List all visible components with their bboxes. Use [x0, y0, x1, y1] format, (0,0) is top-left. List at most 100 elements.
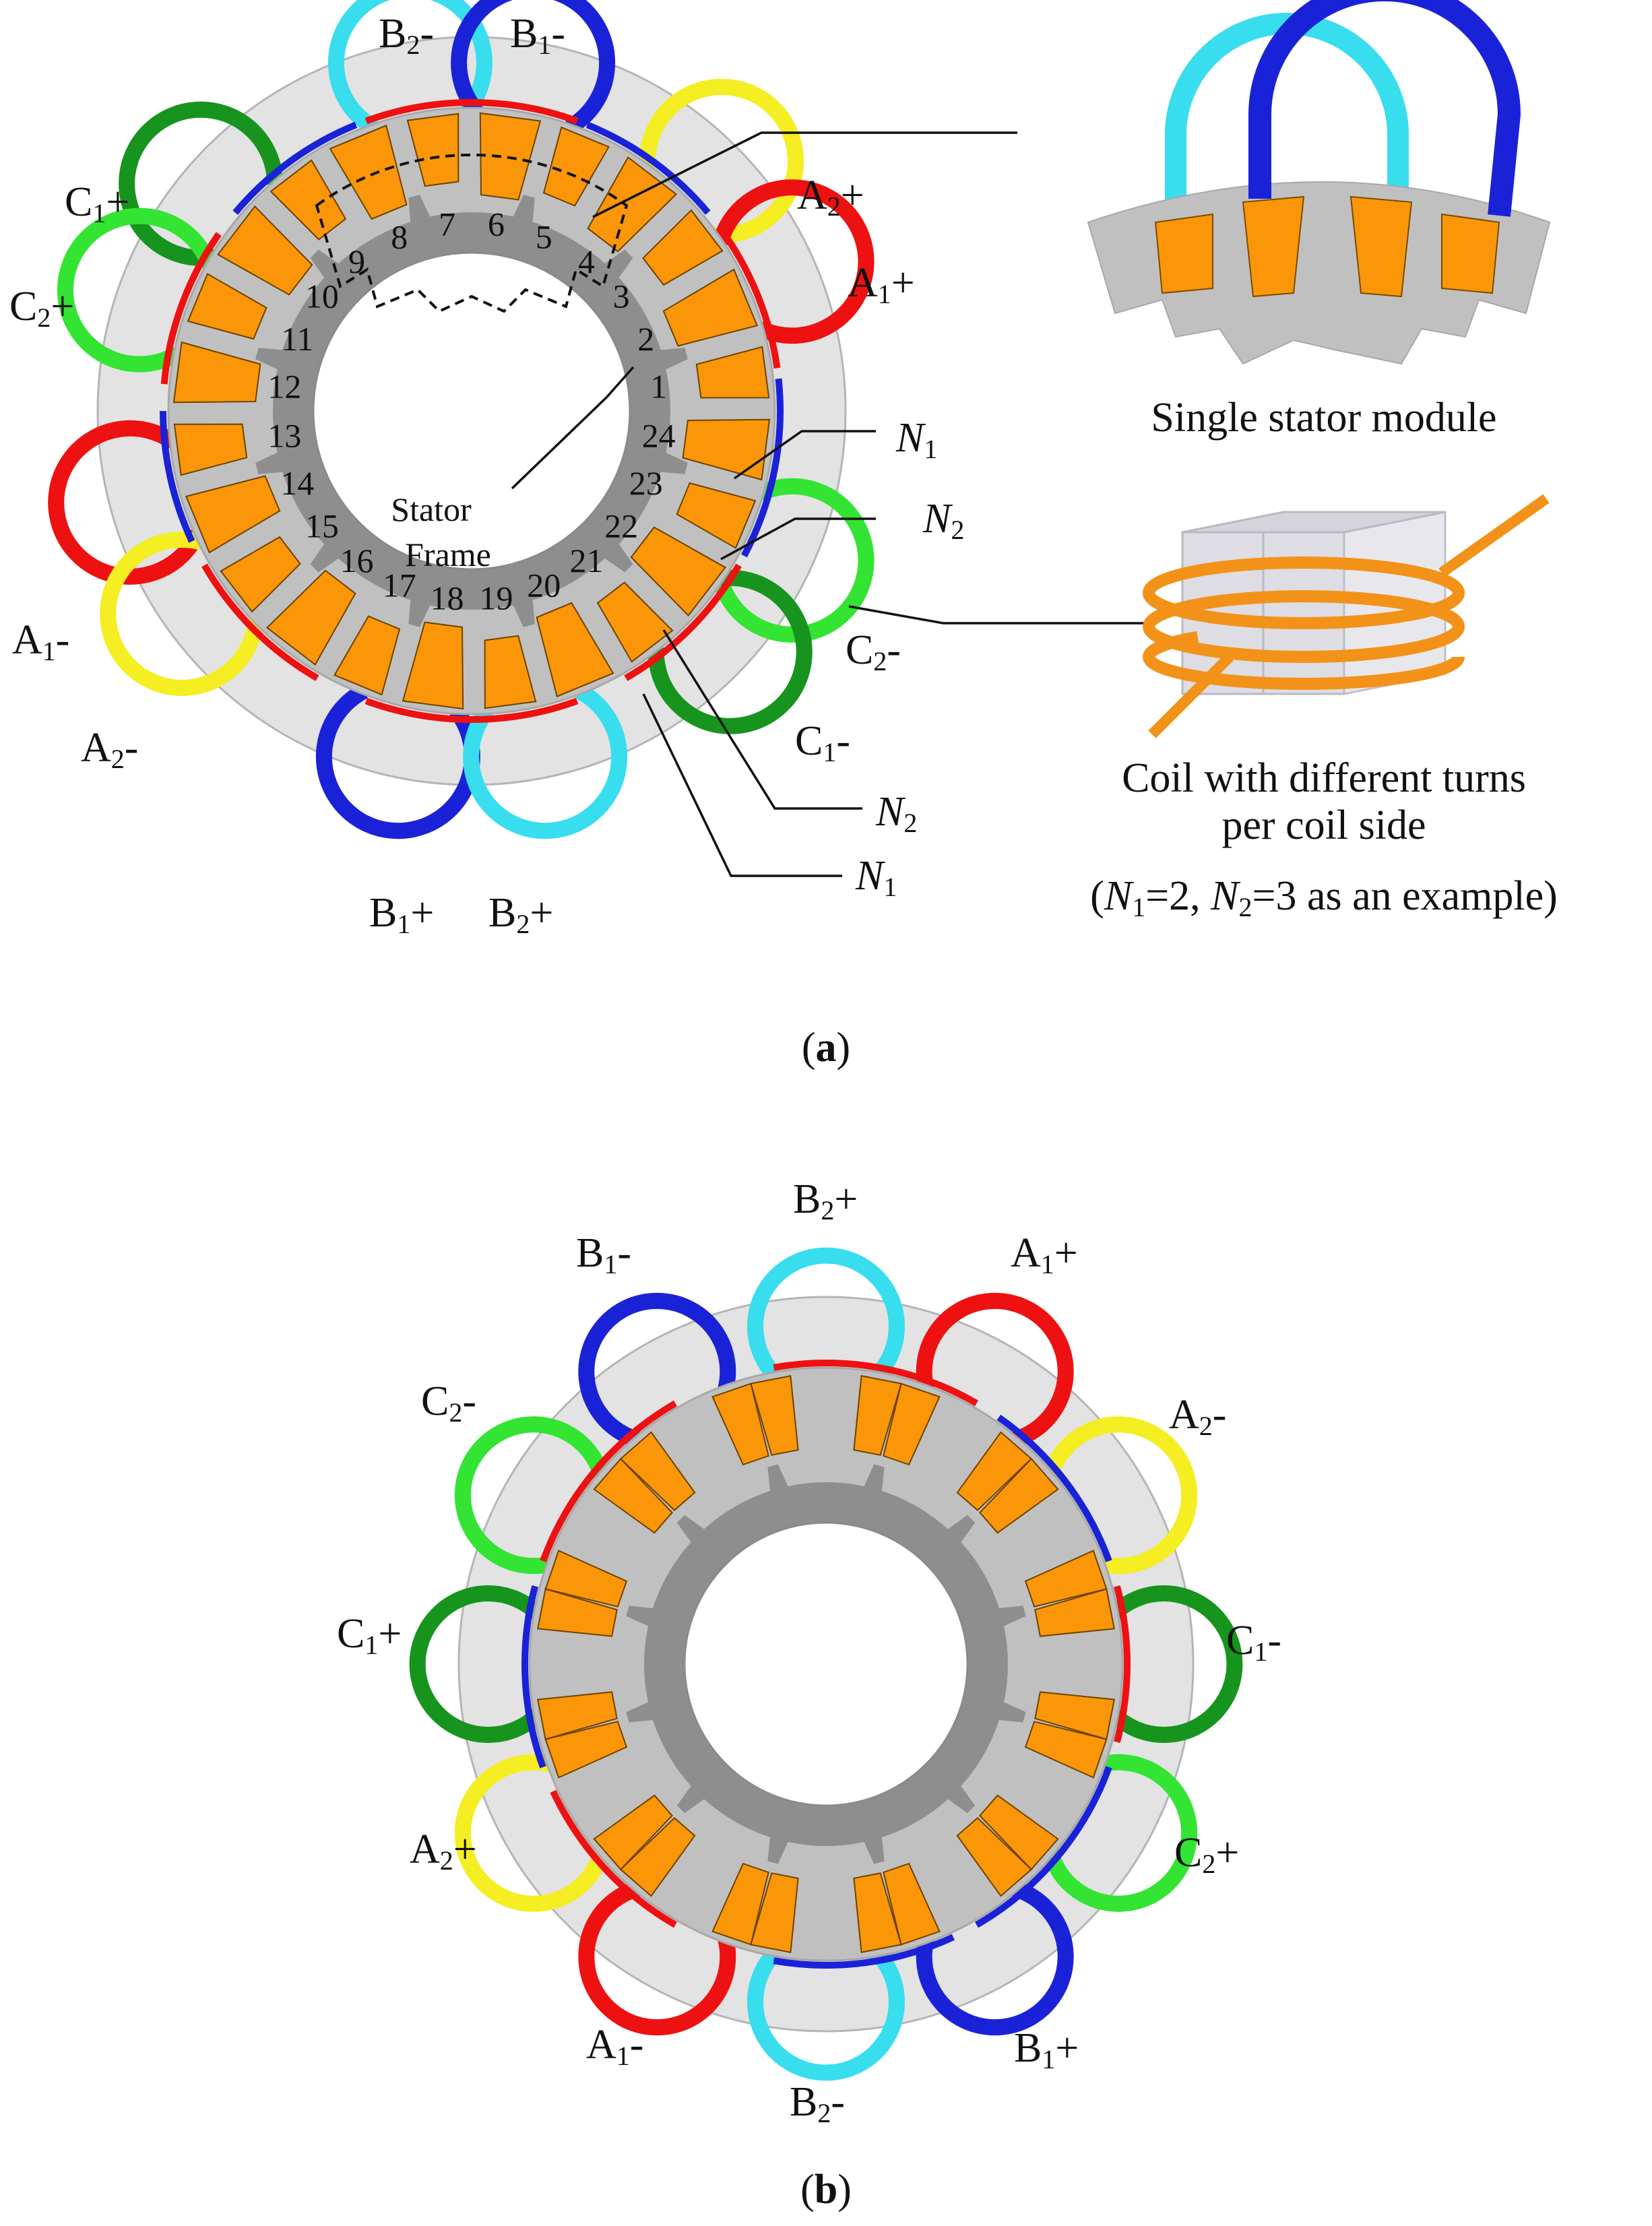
coil-side-15 — [220, 536, 301, 613]
panel-a-phase-bands — [160, 98, 784, 724]
module-coil-side-2 — [1242, 195, 1305, 298]
coil-loop-B2 — [463, 683, 628, 839]
label-b-C1-plus: C1+ — [337, 1611, 402, 1660]
label-B2-minus: B2- — [379, 11, 434, 60]
coil-side-pair-a-3 — [883, 1382, 941, 1466]
coil-loop-C2 — [57, 208, 218, 373]
coil-side-1 — [695, 346, 770, 399]
phase-band-A1 — [364, 98, 579, 125]
coil-side-pair-b-10 — [883, 1862, 941, 1946]
coil-side-pair-a-5 — [619, 1431, 696, 1511]
coil-side-10 — [217, 205, 313, 296]
stator-frame-label-line2: Frame — [405, 536, 491, 573]
coil-side-18 — [402, 621, 464, 710]
coil-side-8 — [329, 124, 408, 220]
slot-number-13: 13 — [267, 417, 301, 455]
leader-n1-top — [733, 430, 876, 480]
coil-side-21 — [596, 581, 674, 663]
label-A1-plus: A1+ — [848, 260, 915, 309]
coil-loop-C2 — [454, 1416, 610, 1575]
coil-caption-line2: per coil side — [1221, 802, 1426, 848]
phase-band-B1 — [974, 1766, 1112, 1928]
phase-band-A1 — [718, 227, 781, 369]
label-n1-top: N1 — [895, 415, 937, 464]
phase-band-B1 — [996, 1414, 1112, 1562]
coil-side-pair-a-11 — [956, 1817, 1033, 1897]
coil-side-22 — [630, 526, 726, 617]
coil-side-9 — [269, 159, 347, 241]
coil-loop-A2 — [1042, 1416, 1198, 1575]
panel-b-frame-tooth — [676, 1785, 705, 1814]
coil-side-pair-a-1 — [1034, 1588, 1115, 1637]
panel-a-frame-tooth — [408, 195, 431, 224]
label-C2-minus: C2- — [846, 627, 901, 676]
panel-a-frame-tooth — [604, 249, 633, 279]
coil-3d-inset: Coil with different turns per coil side … — [1090, 494, 1558, 922]
phase-band-A1 — [624, 563, 742, 681]
coil-loop-A2 — [639, 78, 804, 243]
coil-side-23 — [676, 482, 757, 549]
module-coil-side-1 — [1154, 213, 1213, 294]
panel-a-frame-tooth — [512, 195, 535, 224]
coil-side-pair-b-8 — [619, 1817, 696, 1897]
coil-side-19 — [484, 635, 537, 709]
slot-number-16: 16 — [340, 542, 374, 579]
leader-module — [592, 131, 1017, 218]
slot-number-10: 10 — [305, 278, 339, 315]
coil-side-pair-b-1 — [1024, 1550, 1108, 1608]
label-C2-plus: C2+ — [9, 284, 74, 333]
label-B2-plus: B2+ — [488, 890, 553, 939]
panel-b-phase-labels: B2+ B1- A1+ C2- A2- C1+ C1- A2+ C2+ A1- … — [337, 1176, 1281, 2128]
coil-caption-line3: (N1=2, N2=3 as an example) — [1090, 873, 1558, 922]
panel-a-frame-tooth — [512, 598, 535, 627]
slot-number-22: 22 — [604, 507, 638, 545]
label-A1-minus: A1- — [12, 617, 69, 666]
coil-caption-line1: Coil with different turns — [1122, 755, 1526, 801]
panel-b-frame-tooth — [676, 1515, 705, 1544]
slot-number-6: 6 — [488, 205, 505, 243]
coil-loop-C1 — [647, 569, 813, 734]
slot-number-17: 17 — [383, 567, 416, 604]
coil-loop-A2 — [454, 1754, 610, 1912]
label-b-C1-minus: C1- — [1226, 1618, 1281, 1667]
coil-loop-A1 — [48, 420, 205, 585]
coil-side-6 — [479, 112, 542, 201]
panel-b-phase-bands — [521, 1360, 1131, 1969]
phase-band-A1 — [550, 1789, 678, 1928]
panel-b-frame-tooth — [863, 1464, 885, 1493]
coil-side-pair-a-10 — [853, 1872, 902, 1953]
phase-band-A1 — [201, 563, 319, 681]
coil-side-12 — [172, 341, 261, 404]
leader-n2-top — [720, 517, 876, 561]
coil-side-2 — [662, 268, 759, 347]
panel-b-frame-tooth — [947, 1515, 976, 1544]
panel-a-frame-tooth — [310, 249, 340, 279]
phase-band-B1 — [585, 121, 711, 215]
label-B1-minus: B1- — [510, 11, 565, 60]
coil-side-pair-a-7 — [537, 1691, 618, 1740]
leader-coil — [848, 605, 1145, 625]
panel-a-coil-loops — [48, 0, 875, 839]
leader-n1-bottom — [642, 693, 842, 877]
slot-number-11: 11 — [281, 320, 313, 358]
label-n1-bottom: N1 — [855, 853, 897, 902]
label-B1-plus: B1+ — [369, 890, 434, 939]
coil-side-pair-b-2 — [956, 1431, 1033, 1511]
label-b-B2-plus: B2+ — [793, 1176, 858, 1226]
coil-side-16 — [265, 569, 356, 666]
panel-a-frame-tooth — [255, 348, 284, 371]
coil-loop-B2 — [327, 0, 493, 135]
slot-number-7: 7 — [439, 205, 455, 243]
coil-loop-A1 — [712, 179, 875, 344]
phase-band-B1 — [232, 121, 358, 215]
slot-number-23: 23 — [629, 464, 663, 502]
module-coil-side-4 — [1441, 213, 1500, 294]
coil-side-24 — [682, 418, 771, 481]
panel-b-frame-tooth — [626, 1701, 655, 1723]
phase-band-A1 — [773, 1360, 978, 1407]
coil-loop-C1 — [1109, 1585, 1243, 1743]
coil-loop-C2 — [1042, 1754, 1198, 1912]
label-b-B1-plus: B1+ — [1014, 2025, 1079, 2074]
coil-side-pair-a-2 — [979, 1457, 1059, 1534]
label-b-C2-plus: C2+ — [1174, 1830, 1239, 1879]
